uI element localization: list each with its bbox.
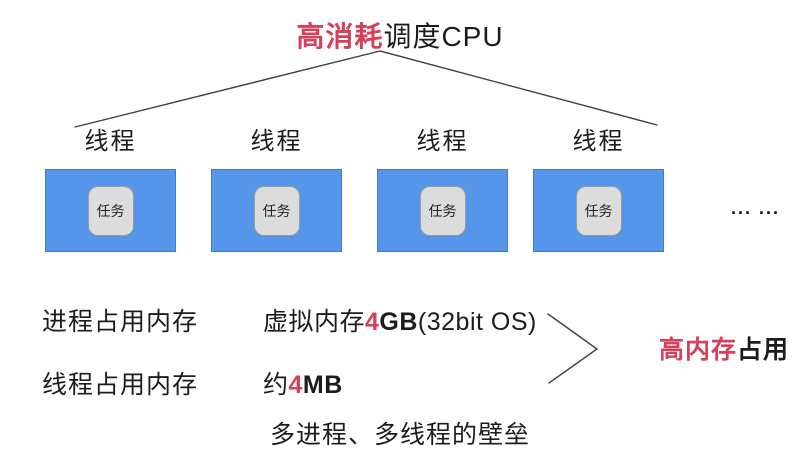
task-box: 任务 — [575, 185, 622, 236]
value-unit: GB — [379, 308, 418, 336]
value-prefix: 虚拟内存 — [263, 308, 366, 336]
fan-line-left — [74, 50, 381, 128]
thread-column: 线程 任务 — [377, 126, 508, 252]
title-rest: 调度CPU — [383, 21, 504, 52]
value-prefix: 约 — [263, 371, 289, 399]
task-label: 任务 — [428, 202, 457, 219]
thread-label: 线程 — [84, 128, 137, 155]
thread-memory-value: 约4MB — [263, 365, 343, 401]
thread-column: 线程 任务 — [533, 126, 664, 252]
task-label: 任务 — [96, 202, 125, 219]
thread-box: 任务 — [45, 169, 176, 252]
task-label: 任务 — [584, 202, 613, 219]
value-suffix: (32bit OS) — [417, 308, 537, 336]
process-memory-value: 虚拟内存4GB(32bit OS) — [263, 302, 537, 338]
thread-column: 线程 任务 — [45, 126, 176, 252]
ellipsis-more-threads: ... ... — [731, 198, 781, 218]
task-box: 任务 — [253, 185, 300, 236]
thread-label: 线程 — [250, 128, 303, 155]
conclusion-rest: 占用 — [737, 336, 790, 364]
thread-memory-label: 线程占用内存 — [42, 371, 199, 399]
bottom-caption: 多进程、多线程的壁垒 — [269, 421, 530, 449]
task-box: 任务 — [419, 185, 466, 236]
thread-box: 任务 — [211, 169, 342, 252]
chevron-bracket — [547, 313, 599, 384]
thread-box: 任务 — [377, 169, 508, 252]
diagram-title: 高消耗调度CPU — [0, 15, 800, 55]
thread-column: 线程 任务 — [211, 126, 342, 252]
task-label: 任务 — [262, 202, 291, 219]
conclusion-text: 高内存占用 — [659, 330, 789, 366]
task-box: 任务 — [87, 185, 134, 236]
thread-box: 任务 — [533, 169, 664, 252]
process-memory-label: 进程占用内存 — [42, 308, 199, 336]
conclusion-highlight: 高内存 — [659, 336, 738, 364]
value-highlight: 4 — [288, 371, 303, 399]
title-highlight: 高消耗 — [296, 21, 384, 52]
thread-label: 线程 — [572, 128, 625, 155]
thread-label: 线程 — [416, 128, 469, 155]
value-highlight: 4 — [365, 308, 380, 336]
fan-line-right — [379, 50, 658, 126]
value-unit: MB — [302, 371, 343, 399]
